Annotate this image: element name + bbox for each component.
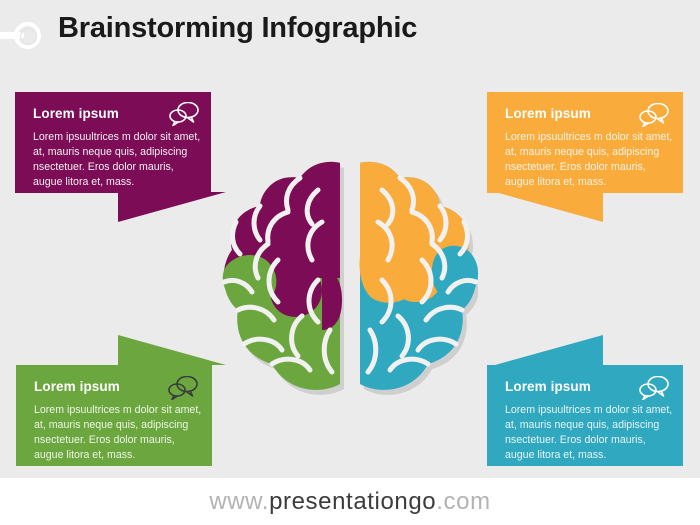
callout-tail-top-right: [495, 192, 603, 222]
callout-bottom-right[interactable]: Lorem ipsum Lorem ipsuultrices m dolor s…: [487, 365, 683, 466]
footer: www.presentationgo.com: [0, 478, 700, 525]
brain-central-fissure: [348, 160, 352, 398]
callout-text: Lorem ipsuultrices m dolor sit amet, at,…: [34, 404, 202, 462]
callout-top-right[interactable]: Lorem ipsum Lorem ipsuultrices m dolor s…: [487, 92, 683, 193]
callout-text: Lorem ipsuultrices m dolor sit amet, at,…: [33, 131, 201, 189]
speech-bubbles-icon: [639, 375, 669, 401]
callout-heading: Lorem ipsum: [505, 379, 591, 394]
callout-heading: Lorem ipsum: [34, 379, 120, 394]
speech-bubbles-icon: [169, 101, 199, 127]
callout-heading: Lorem ipsum: [505, 106, 591, 121]
header-ring-inner-icon: [20, 28, 37, 45]
footer-url-suffix: .com: [436, 487, 491, 515]
callout-text: Lorem ipsuultrices m dolor sit amet, at,…: [505, 404, 673, 462]
callout-tail-bottom-left: [118, 335, 226, 365]
callout-bottom-left[interactable]: Lorem ipsum Lorem ipsuultrices m dolor s…: [16, 365, 212, 466]
page-title: Brainstorming Infographic: [58, 12, 418, 44]
brain-diagram: [222, 160, 481, 398]
callout-top-left[interactable]: Lorem ipsum Lorem ipsuultrices m dolor s…: [15, 92, 211, 193]
callout-heading: Lorem ipsum: [33, 106, 119, 121]
header-decoration-bar: [0, 32, 24, 39]
speech-bubbles-icon: [168, 375, 198, 401]
brain-gyri-right: [365, 175, 479, 375]
header-ring-icon: [14, 22, 41, 49]
callout-tail-top-left: [118, 192, 226, 222]
speech-bubbles-icon: [639, 102, 669, 128]
footer-url-name: presentationgo: [269, 487, 437, 515]
callout-tail-bottom-right: [495, 335, 603, 365]
footer-url: www.presentationgo.com: [209, 488, 490, 516]
footer-url-prefix: www.: [209, 487, 270, 515]
callout-text: Lorem ipsuultrices m dolor sit amet, at,…: [505, 131, 673, 189]
brain-gyri-left: [222, 175, 335, 375]
